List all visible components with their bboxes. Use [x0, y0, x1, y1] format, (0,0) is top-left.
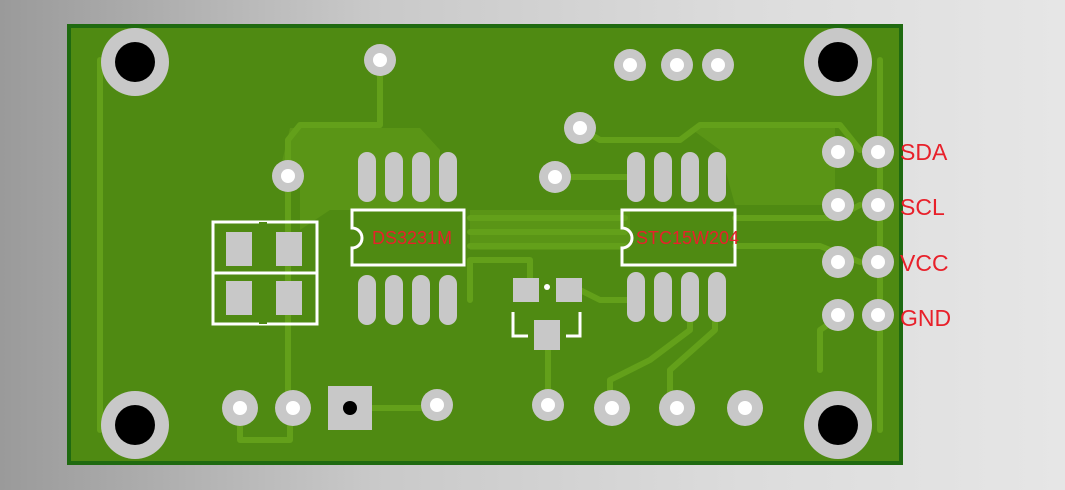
ic1-label: DS3231M — [372, 228, 452, 248]
mounting-holes — [101, 28, 872, 459]
header-label-gnd: GND — [900, 305, 951, 331]
sot23-component — [511, 278, 582, 350]
ic2-pads — [627, 152, 726, 322]
ic1-pads — [358, 152, 457, 325]
mounting-hole-br — [804, 391, 872, 459]
th-pads — [222, 44, 763, 430]
header-pins — [822, 136, 894, 331]
header-label-vcc: VCC — [900, 250, 949, 276]
ic2-label: STC15W204 — [636, 228, 739, 248]
ic2-outline — [620, 208, 737, 267]
mounting-hole-bl — [101, 391, 169, 459]
header-label-scl: SCL — [900, 194, 945, 220]
header-label-sda: SDA — [900, 139, 948, 165]
mounting-hole-tl — [101, 28, 169, 96]
passive-block — [211, 220, 319, 326]
ic1-outline — [350, 208, 466, 267]
mounting-hole-tr — [804, 28, 872, 96]
